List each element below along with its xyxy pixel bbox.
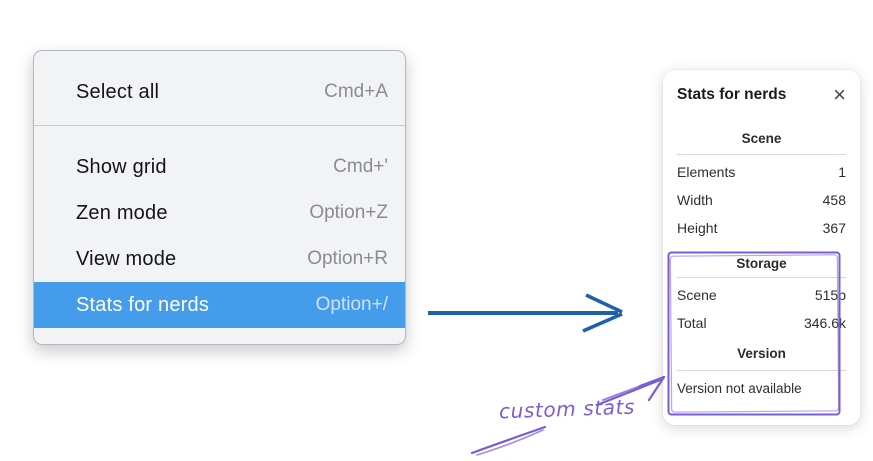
- menu-item-shortcut: Option+/: [315, 294, 388, 315]
- section-header-storage: Storage: [736, 256, 787, 271]
- custom-stats-annotation: custom stats: [498, 394, 636, 424]
- section-divider: [677, 370, 846, 371]
- section-header-version: Version: [737, 346, 786, 361]
- menu-item-label: View mode: [76, 247, 177, 270]
- menu-section-gap: [34, 126, 405, 144]
- section-divider: [677, 154, 846, 155]
- stat-value: 346.6k: [803, 315, 846, 331]
- stat-label: Scene: [677, 287, 717, 303]
- stat-value: 1: [838, 164, 846, 180]
- blue-arrow: [428, 293, 623, 333]
- menu-item-label: Select all: [76, 80, 160, 103]
- menu-item-shortcut: Cmd+': [333, 156, 388, 177]
- close-icon[interactable]: ×: [833, 82, 846, 107]
- stat-value: 458: [822, 192, 846, 208]
- stat-value: 515b: [814, 287, 846, 303]
- stats-panel: Stats for nerds × Scene Elements 1 Width…: [663, 70, 860, 425]
- stat-label: Width: [677, 192, 713, 208]
- stat-row-elements: Elements 1: [677, 158, 846, 186]
- menu-item-show-grid[interactable]: Show grid Cmd+': [34, 144, 405, 190]
- stat-row-scene-storage: Scene 515b: [677, 281, 846, 309]
- menu-item-label: Stats for nerds: [76, 293, 210, 316]
- stat-label: Elements: [677, 164, 736, 180]
- menu-item-label: Show grid: [76, 155, 167, 178]
- context-menu: Select all Cmd+A Show grid Cmd+' Zen mod…: [33, 50, 406, 345]
- stats-panel-title: Stats for nerds: [677, 86, 787, 103]
- menu-item-zen-mode[interactable]: Zen mode Option+Z: [34, 190, 405, 236]
- menu-item-label: Zen mode: [76, 201, 168, 224]
- stat-row-width: Width 458: [677, 186, 846, 214]
- stat-row-height: Height 367: [677, 214, 846, 242]
- menu-item-stats-for-nerds[interactable]: Stats for nerds Option+/: [34, 282, 405, 328]
- menu-item-shortcut: Option+R: [307, 248, 388, 269]
- section-divider: [677, 277, 846, 278]
- menu-item-shortcut: Option+Z: [309, 202, 388, 223]
- stat-label: Height: [677, 220, 718, 236]
- stat-value: 367: [822, 220, 846, 236]
- section-header-scene: Scene: [741, 131, 782, 146]
- stats-panel-header: Stats for nerds ×: [677, 82, 846, 107]
- menu-item-shortcut: Cmd+A: [324, 81, 388, 102]
- menu-item-select-all[interactable]: Select all Cmd+A: [34, 59, 405, 125]
- stat-label: Total: [677, 315, 707, 331]
- menu-divider: [34, 125, 405, 126]
- version-note: Version not available: [677, 381, 802, 396]
- stat-row-total-storage: Total 346.6k: [677, 309, 846, 337]
- menu-item-view-mode[interactable]: View mode Option+R: [34, 236, 405, 282]
